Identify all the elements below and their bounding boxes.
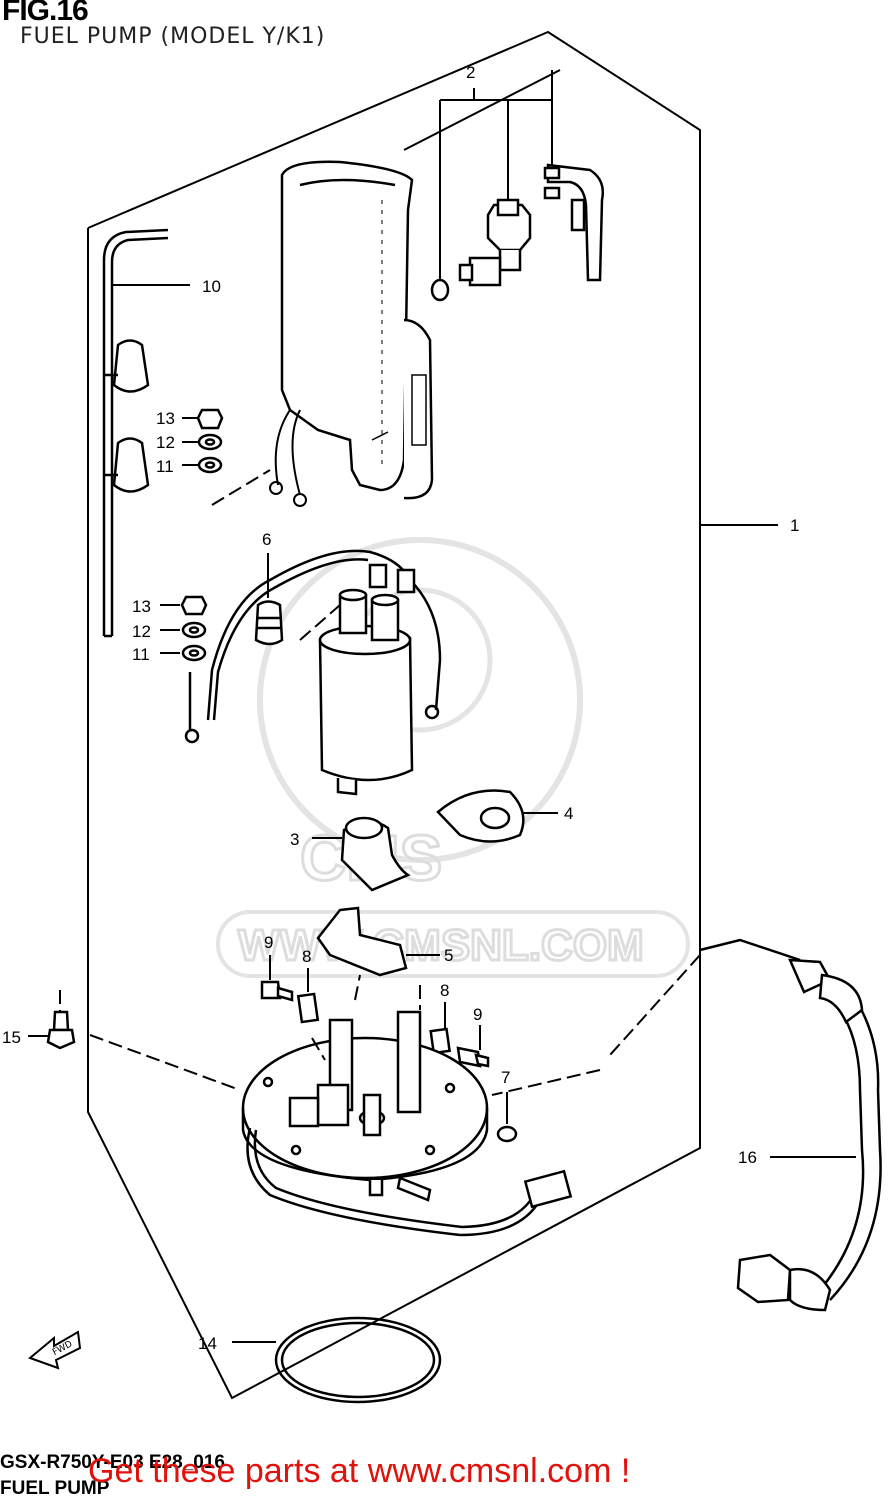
- base-dashes: [59, 954, 701, 1096]
- callout-13-lower: 13: [132, 597, 151, 616]
- leader-2: [439, 70, 553, 280]
- callout-7: 7: [501, 1068, 510, 1087]
- callout-16: 16: [738, 1148, 757, 1167]
- nut-set-upper: [196, 408, 224, 474]
- callout-5: 5: [444, 946, 453, 965]
- pump-wiring: [184, 549, 442, 744]
- fwd-arrow-icon: FWD: [28, 1330, 82, 1370]
- diagram-name: FUEL PUMP: [0, 1478, 110, 1499]
- leaders-11-13-upper: [182, 417, 198, 466]
- washer-7: [496, 1125, 518, 1143]
- callout-15: 15: [2, 1028, 21, 1047]
- grommet-6: [254, 600, 284, 646]
- nut-set-lower: [180, 595, 208, 662]
- callout-2: 2: [466, 63, 475, 82]
- figure-title: FUEL PUMP (MODEL Y/K1): [20, 24, 326, 49]
- callout-6: 6: [262, 530, 271, 549]
- callout-9-right: 9: [473, 1005, 482, 1024]
- callout-13-upper: 13: [156, 409, 175, 428]
- callout-4: 4: [564, 804, 573, 823]
- callout-12-upper: 12: [156, 433, 175, 452]
- callout-numbers: 1 2 3 4 5 6 7 8 8 9 9 10 11 11 12 12 13 …: [2, 63, 799, 1353]
- hose-10: [102, 228, 169, 638]
- figure-number: FIG.16: [2, 0, 89, 27]
- bracket-5: [316, 906, 408, 977]
- cushion-3: [340, 816, 411, 892]
- callout-3: 3: [290, 830, 299, 849]
- hose-clip-top: [104, 339, 150, 393]
- gasket-8-right: [429, 1027, 452, 1055]
- hose-16: [699, 938, 882, 1312]
- callout-11-upper: 11: [156, 457, 174, 476]
- callout-10: 10: [202, 277, 221, 296]
- filter-plate-4: [436, 789, 525, 843]
- hose-clip-bottom: [104, 437, 150, 493]
- pressure-regulator: [458, 198, 532, 287]
- promo-link[interactable]: Get these parts at www.cmsnl.com !: [88, 1452, 631, 1490]
- assembly-frame: [87, 30, 778, 1400]
- callout-14: 14: [198, 1334, 217, 1353]
- callout-8-right: 8: [440, 981, 449, 1000]
- bolt-9-right: [456, 1046, 490, 1068]
- o-ring-small: [430, 278, 450, 302]
- callout-11-lower: 11: [132, 645, 150, 664]
- bolt-9-left: [260, 980, 294, 1002]
- watermark-url: WWW.CMSNL.COM: [238, 921, 644, 970]
- callout-12-lower: 12: [132, 622, 151, 641]
- pump-dash: [299, 604, 341, 641]
- callout-8-left: 8: [302, 947, 311, 966]
- watermark: CMS WWW.CMSNL.COM: [216, 537, 690, 978]
- gasket-8-left: [296, 992, 320, 1024]
- pump-motor: [318, 563, 416, 796]
- bolt-15: [46, 1010, 76, 1050]
- pump-case: [280, 69, 561, 500]
- case-dash: [211, 469, 271, 506]
- leaders-11-13-lower: [160, 604, 180, 654]
- diagram-code: GSX-R750Y-E03 E28_016: [0, 1452, 225, 1473]
- case-wiring: [269, 409, 307, 507]
- o-ring-14: [274, 1316, 442, 1404]
- regulator-bracket: [543, 163, 604, 282]
- base-plate: [241, 1010, 489, 1197]
- callout-1: 1: [790, 516, 799, 535]
- base-harness: [246, 1127, 573, 1237]
- callout-9-left: 9: [264, 933, 273, 952]
